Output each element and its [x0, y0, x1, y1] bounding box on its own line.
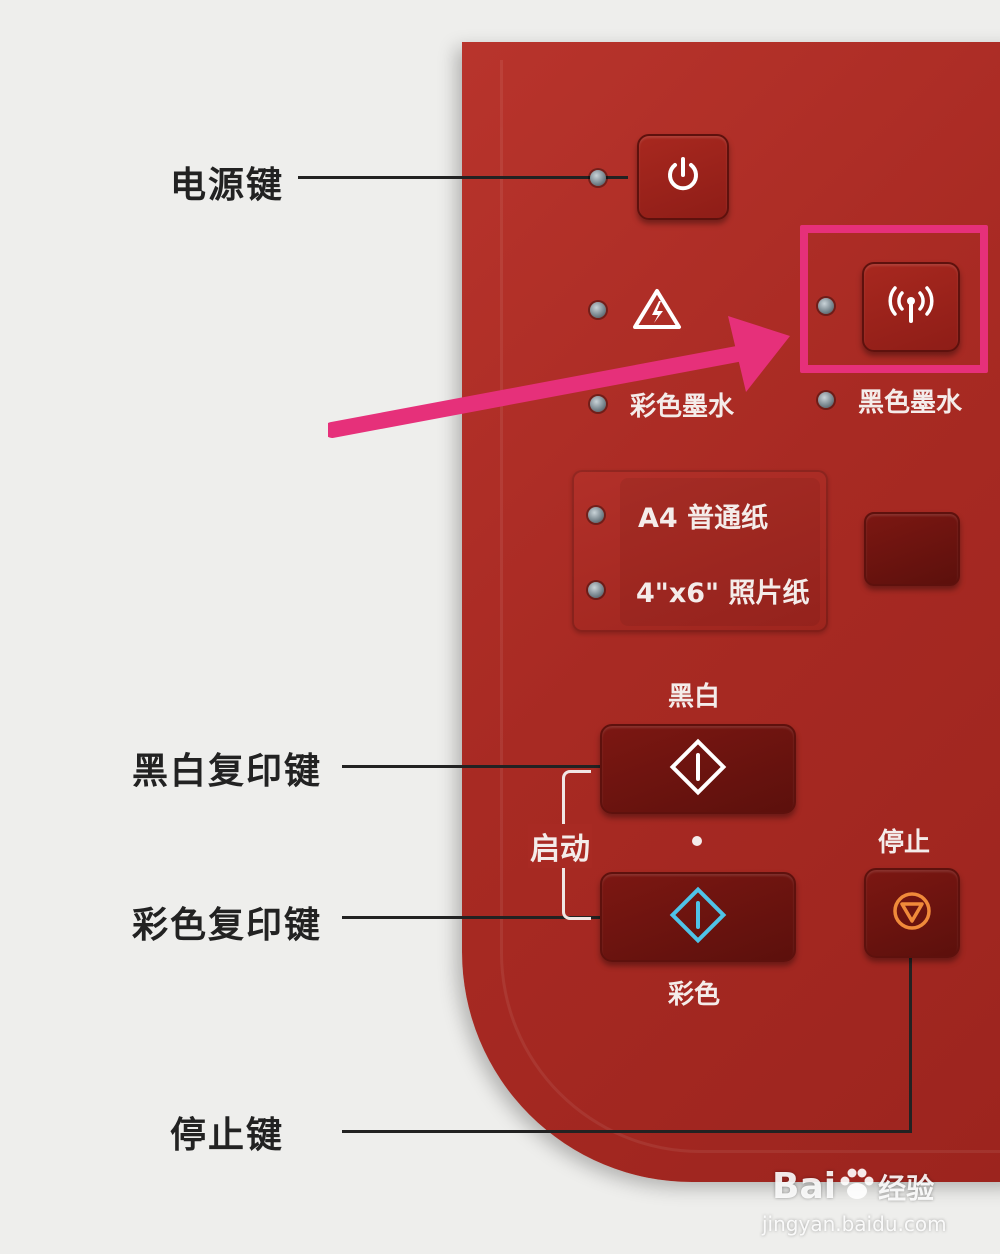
paper-photo-led [588, 582, 604, 598]
stop-icon [890, 889, 934, 937]
paw-icon [838, 1167, 876, 1210]
stop-label: 停止 [878, 822, 930, 859]
power-led [590, 170, 606, 186]
label-bw-copy-key: 黑白复印键 [132, 742, 322, 794]
watermark-brand: Bai 经验 [772, 1166, 934, 1210]
color-ink-label: 彩色墨水 [630, 386, 734, 423]
separator-dot [692, 836, 702, 846]
power-icon [662, 154, 704, 200]
bw-label: 黑白 [668, 676, 720, 713]
paper-select-button[interactable] [864, 512, 960, 586]
diamond-start-icon-color [668, 885, 728, 949]
color-ink-led [590, 396, 606, 412]
label-stop-key: 停止键 [170, 1106, 284, 1158]
leader-line-power [298, 176, 628, 179]
pointer-arrow [328, 312, 798, 446]
black-ink-led [818, 392, 834, 408]
watermark-brand-suffix: 经验 [878, 1172, 934, 1205]
leader-line-stop-vertical [909, 958, 912, 1133]
leader-line-stop-horizontal [342, 1130, 912, 1133]
label-power-key: 电源键 [170, 156, 284, 208]
stop-button[interactable] [864, 868, 960, 958]
paper-a4-led [588, 507, 604, 523]
highlight-box [800, 225, 988, 373]
black-ink-label: 黑色墨水 [858, 382, 962, 419]
watermark-brand-text: Bai [772, 1166, 836, 1207]
label-color-copy-key: 彩色复印键 [132, 896, 322, 948]
color-copy-button[interactable] [600, 872, 796, 962]
watermark-url: jingyan.baidu.com [762, 1212, 947, 1236]
diamond-start-icon-bw [668, 737, 728, 801]
bw-copy-button[interactable] [600, 724, 796, 814]
color-label: 彩色 [668, 974, 720, 1011]
paper-a4-label: A4 普通纸 [638, 496, 768, 535]
paper-photo-label: 4"x6" 照片纸 [636, 571, 810, 610]
start-label: 启动 [528, 824, 592, 868]
leader-line-bw-copy [342, 765, 632, 768]
power-button[interactable] [637, 134, 729, 220]
